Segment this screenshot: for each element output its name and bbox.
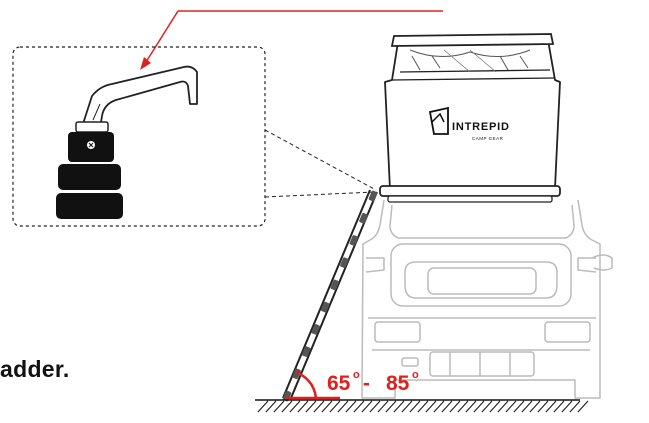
brand-name: INTREPID — [452, 121, 510, 133]
ground-hatch-line — [425, 400, 437, 413]
brand-tagline: CAMP GEAR — [472, 136, 504, 141]
ground-hatch-line — [569, 400, 581, 413]
intrepid-logo — [428, 106, 449, 135]
ground-hatch-line — [465, 400, 477, 413]
ground-hatch-line — [561, 400, 573, 413]
ground-hatch-line — [473, 400, 485, 413]
angle-min-degree: o — [353, 369, 360, 381]
ground-hatch-line — [361, 400, 373, 413]
ground-hatch-line — [377, 400, 389, 413]
ground-hatch-line — [281, 400, 293, 413]
angle-min-label: 65 — [327, 372, 351, 395]
angle-max-degree: o — [412, 369, 419, 381]
ground-hatch-line — [441, 400, 453, 413]
ground-hatch-line — [353, 400, 365, 413]
ground-hatch-line — [321, 400, 333, 413]
ground-hatch-line — [305, 400, 317, 413]
ground-hatch-line — [537, 400, 549, 413]
ladder-rung-cap — [340, 257, 349, 268]
ladder-rung-cap — [301, 346, 311, 357]
angle-max-label: 85 — [386, 372, 410, 395]
ground — [255, 399, 589, 413]
ground-hatch-line — [401, 400, 413, 413]
leader-lines — [264, 129, 377, 198]
ladder-rungs — [282, 190, 378, 402]
ground-hatch-line — [345, 400, 357, 413]
ground-hatch-line — [257, 400, 269, 413]
ground-hatch-line — [289, 400, 301, 413]
ground-hatch-line — [481, 400, 493, 413]
ladder — [282, 189, 378, 402]
ladder-rung-cap — [320, 301, 330, 313]
angle-indicator — [285, 370, 340, 400]
ground-hatch-line — [577, 400, 589, 413]
ground-hatch-line — [489, 400, 501, 413]
ground-hatch-line — [505, 400, 517, 413]
ground-hatch-line — [521, 400, 533, 413]
ground-hatch-line — [409, 400, 421, 413]
ground-hatch-line — [369, 400, 381, 413]
ground-hatch-line — [417, 400, 429, 413]
ground-hatch-line — [265, 400, 277, 413]
ground-hatch-line — [337, 400, 349, 413]
ground-hatch-line — [385, 400, 397, 413]
ground-hatch-line — [497, 400, 509, 413]
ladder-rung-cap — [368, 190, 378, 202]
angle-separator: - — [357, 372, 376, 395]
ground-hatch-line — [513, 400, 525, 413]
callout-arrow — [140, 10, 443, 70]
detail-box — [12, 46, 266, 227]
ground-hatch-line — [433, 400, 445, 413]
ladder-rung-cap — [349, 235, 359, 246]
vehicle — [361, 199, 613, 399]
ground-hatch-line — [329, 400, 341, 413]
rooftop-tent: INTREPID CAMP GEAR — [379, 33, 561, 203]
ground-hatch-line — [297, 400, 309, 413]
ground-hatch-line — [457, 400, 469, 413]
ladder-rung-cap — [359, 212, 368, 224]
ground-hatch-line — [553, 400, 565, 413]
ladder-rung-cap — [292, 368, 301, 380]
ladder-rung-cap — [330, 279, 340, 291]
caption-text: adder. — [0, 356, 70, 382]
ground-hatch-line — [449, 400, 461, 413]
ground-hatch-line — [393, 400, 405, 413]
ground-hatch-line — [545, 400, 557, 413]
ground-hatch-line — [529, 400, 541, 413]
ground-hatch-line — [313, 400, 325, 413]
ground-hatch-line — [273, 400, 285, 413]
hook-detail — [56, 65, 198, 219]
ladder-rung-cap — [311, 324, 320, 335]
